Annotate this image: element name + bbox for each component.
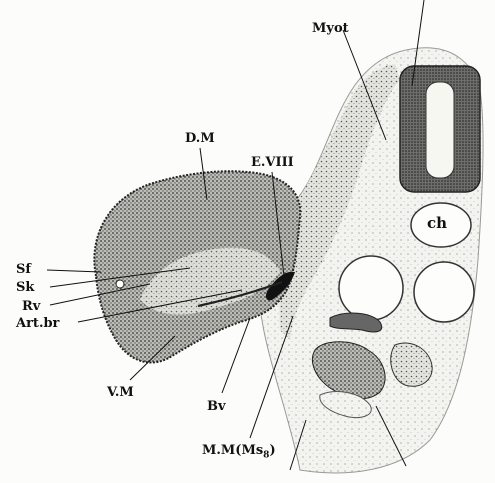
label-e-viii: E.VIII <box>251 156 294 169</box>
label-sf: Sf <box>16 263 31 276</box>
label-art-br: Art.br <box>16 317 59 330</box>
vessel-circle-right <box>414 262 474 322</box>
label-rv: Rv <box>22 300 40 313</box>
label-dm: D.M <box>185 132 215 145</box>
label-ch: ch <box>427 214 447 232</box>
vessel-circle-left <box>339 256 403 320</box>
blood-vessel-small <box>116 280 124 288</box>
label-myot: Myot <box>312 22 349 35</box>
label-sk: Sk <box>16 281 34 294</box>
label-mm: M.M(Ms8) <box>202 444 276 461</box>
label-bv: Bv <box>207 400 226 413</box>
neural-tube-lumen <box>426 82 454 178</box>
label-vm: V.M <box>107 386 134 399</box>
